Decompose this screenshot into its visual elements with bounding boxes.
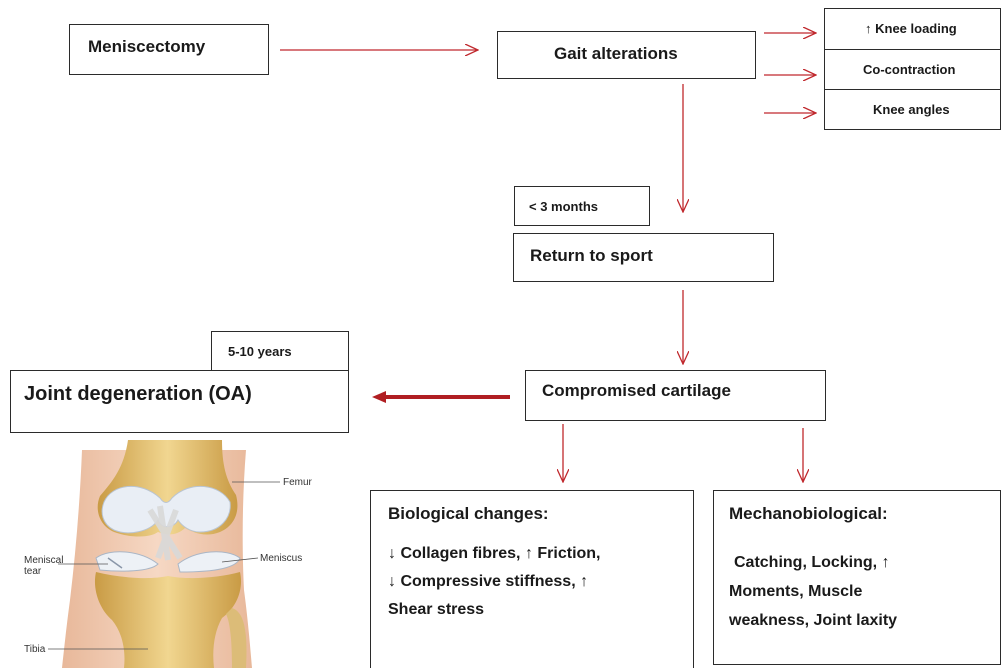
femur-label: Femur	[283, 477, 313, 488]
tibia-label: Tibia	[24, 644, 46, 655]
meniscectomy-label: Meniscectomy	[88, 37, 205, 57]
biological-line-3: Shear stress	[388, 601, 484, 619]
meniscal-tear-label-2: tear	[24, 566, 42, 577]
gait-alterations-box: Gait alterations	[497, 31, 756, 79]
mechano-line-3: weakness, Joint laxity	[729, 612, 897, 630]
biological-line-1: ↓ Collagen fibres, ↑ Friction,	[388, 545, 601, 563]
meniscus-label: Meniscus	[260, 553, 302, 564]
mechano-line-2: Moments, Muscle	[729, 583, 862, 601]
joint-degeneration-box: Joint degeneration (OA)	[10, 370, 349, 433]
knee-anatomy-illustration: Femur Meniscal tear Meniscus Tibia	[0, 440, 340, 668]
co-contraction-box: Co-contraction	[824, 49, 1001, 90]
biological-line-2: ↓ Compressive stiffness, ↑	[388, 573, 588, 591]
down-arrow-icon: ↓	[388, 573, 396, 590]
joint-degeneration-label: Joint degeneration (OA)	[24, 383, 252, 406]
knee-loading-text: ↑ Knee loading	[865, 21, 957, 36]
compromised-cartilage-box: Compromised cartilage	[525, 370, 826, 421]
biological-changes-title: Biological changes:	[388, 504, 549, 524]
knee-loading-label: Knee loading	[875, 21, 957, 36]
knee-loading-box: ↑ Knee loading	[824, 8, 1001, 50]
biological-changes-box: Biological changes: ↓ Collagen fibres, ↑…	[370, 490, 694, 668]
up-arrow-icon: ↑	[865, 21, 872, 36]
meniscal-tear-label-1: Meniscal	[24, 555, 63, 566]
down-arrow-icon: ↓	[388, 545, 396, 562]
return-to-sport-box: Return to sport	[513, 233, 774, 282]
up-arrow-icon: ↑	[882, 554, 890, 571]
co-contraction-label: Co-contraction	[863, 62, 955, 77]
five-ten-years-box: 5-10 years	[211, 331, 349, 371]
mechano-line-1: Catching, Locking, ↑	[734, 554, 890, 572]
up-arrow-icon: ↑	[525, 545, 533, 562]
mechanobiological-box: Mechanobiological: Catching, Locking, ↑ …	[713, 490, 1001, 665]
three-months-box: < 3 months	[514, 186, 650, 226]
up-arrow-icon: ↑	[580, 573, 588, 590]
meniscectomy-box: Meniscectomy	[69, 24, 269, 75]
collagen-text: Collagen fibres,	[400, 545, 520, 562]
three-months-label: < 3 months	[529, 199, 598, 214]
return-to-sport-label: Return to sport	[530, 246, 653, 266]
knee-angles-box: Knee angles	[824, 89, 1001, 130]
five-ten-years-label: 5-10 years	[228, 344, 292, 359]
gait-alterations-label: Gait alterations	[554, 44, 678, 64]
knee-angles-label: Knee angles	[873, 102, 950, 117]
catching-text: Catching, Locking,	[734, 554, 877, 571]
stiffness-text: Compressive stiffness,	[400, 573, 575, 590]
compromised-cartilage-label: Compromised cartilage	[542, 381, 731, 401]
friction-text: Friction,	[537, 545, 600, 562]
mechanobiological-title: Mechanobiological:	[729, 504, 888, 524]
